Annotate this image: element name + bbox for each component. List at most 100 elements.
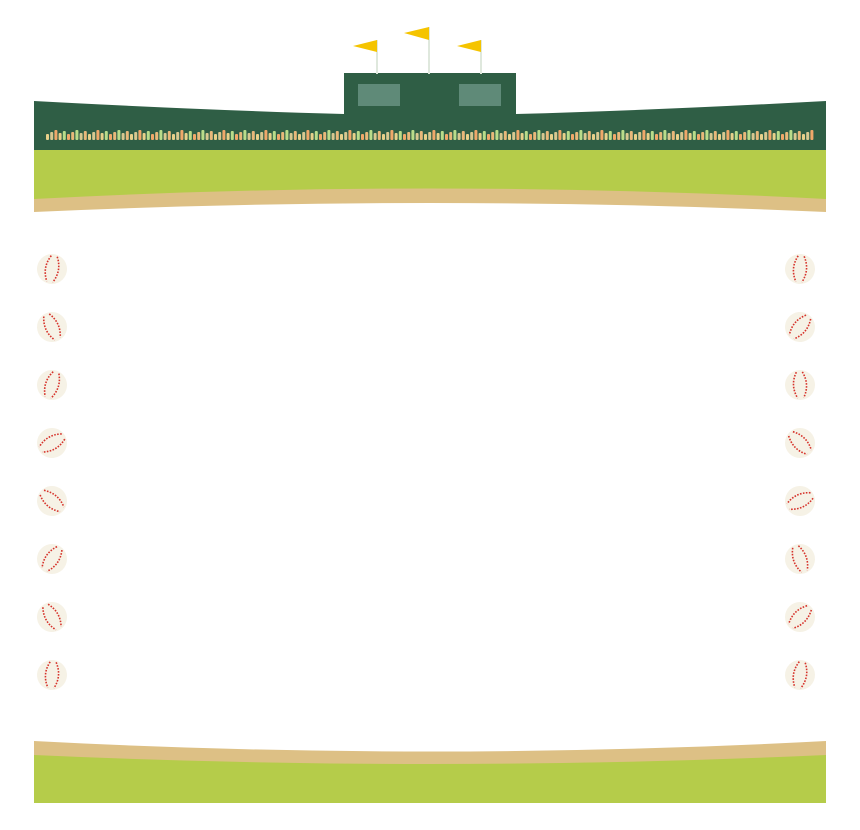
crowd-person [587, 131, 591, 140]
crowd-person [554, 132, 558, 140]
crowd-person [776, 131, 780, 140]
crowd-person [243, 130, 247, 140]
crowd-person [386, 132, 390, 140]
baseball-icon [37, 486, 67, 516]
crowd-person [96, 130, 100, 140]
crowd-person [663, 130, 667, 140]
crowd-person [520, 133, 524, 140]
crowd-person [75, 130, 79, 140]
baseball-icon [785, 602, 815, 632]
crowd-person [247, 133, 251, 140]
crowd-person [193, 134, 196, 140]
flag-right [457, 40, 482, 74]
crowd-person [424, 134, 427, 140]
crowd-person [537, 130, 541, 140]
crowd-person [512, 132, 516, 140]
crowd-person [629, 131, 633, 140]
crowd-person [604, 133, 608, 140]
baseball-icon [37, 312, 67, 342]
baseball-icon [37, 254, 67, 284]
crowd-person [474, 130, 478, 140]
crowd-person [545, 131, 549, 140]
crowd-person [104, 131, 108, 140]
crowd-person [239, 132, 243, 140]
crowd-person [617, 132, 621, 140]
baseball-icon [785, 544, 815, 574]
crowd-person [713, 131, 717, 140]
crowd-person [642, 130, 646, 140]
crowd-person [541, 133, 545, 140]
grandstand [34, 73, 826, 150]
crowd-person [428, 132, 432, 140]
crowd-person [466, 134, 469, 140]
crowd-person [306, 130, 310, 140]
crowd-person [797, 131, 801, 140]
crowd-person [516, 130, 520, 140]
crowd-person [470, 132, 474, 140]
scoreboard-screen-right [459, 84, 501, 106]
crowd-person [340, 134, 343, 140]
crowd-person [760, 134, 763, 140]
crowd-person [356, 131, 360, 140]
crowd-person [176, 132, 180, 140]
crowd-person [88, 134, 91, 140]
crowd-person [608, 131, 612, 140]
crowd-person [159, 130, 163, 140]
crowd-person [596, 132, 600, 140]
crowd-person [436, 133, 440, 140]
flag-left [353, 40, 378, 74]
crowd-person [134, 132, 138, 140]
crowd-person [155, 132, 159, 140]
crowd-person [625, 133, 629, 140]
crowd-person [146, 131, 150, 140]
crowd-person [659, 132, 663, 140]
crowd-person [650, 131, 654, 140]
crowd-person [125, 131, 129, 140]
crowd-person [369, 130, 373, 140]
baseball-icon [785, 312, 815, 342]
crowd-person [71, 132, 75, 140]
baseball-icon [785, 428, 815, 458]
crowd-person [680, 132, 684, 140]
crowd-person [802, 134, 805, 140]
crowd-person [440, 131, 444, 140]
crowd-person [592, 134, 595, 140]
crowd-person [121, 133, 125, 140]
crowd-person [785, 132, 789, 140]
crowd-person [293, 131, 297, 140]
baseballs-left-column [37, 254, 67, 690]
crowd-person [755, 131, 759, 140]
crowd-person [361, 134, 364, 140]
crowd-person [151, 134, 154, 140]
crowd-person [705, 130, 709, 140]
crowd-person [180, 130, 184, 140]
crowd-person [142, 133, 146, 140]
crowd-person [709, 133, 713, 140]
crowd-person [163, 133, 167, 140]
crowd-person [676, 134, 679, 140]
crowd-person [411, 130, 415, 140]
crowd-person [558, 130, 562, 140]
crowd-person [394, 133, 398, 140]
crowd-person [138, 130, 142, 140]
crowd-person [377, 131, 381, 140]
bottom-dirt-arc [34, 741, 826, 765]
crowd-person [289, 133, 293, 140]
crowd-person [718, 134, 721, 140]
crowd-person [352, 133, 356, 140]
crowd-person [167, 131, 171, 140]
crowd-person [529, 134, 532, 140]
crowd-person [302, 132, 306, 140]
crowd-person [50, 132, 54, 140]
baseball-icon [37, 370, 67, 400]
crowd-person [579, 130, 583, 140]
top-dirt-arc [34, 188, 826, 212]
crowd-person [222, 130, 226, 140]
baseball-icon [785, 660, 815, 690]
crowd-person [655, 134, 658, 140]
crowd-person [508, 134, 511, 140]
crowd-person [550, 134, 553, 140]
crowd-person [373, 133, 377, 140]
crowd-person [449, 132, 453, 140]
